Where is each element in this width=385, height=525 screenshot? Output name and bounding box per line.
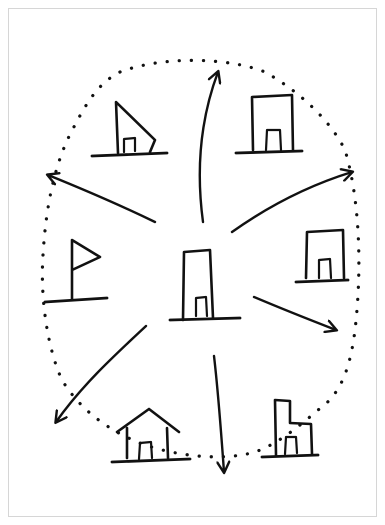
box-building-top-right (236, 95, 302, 153)
flag-shape (45, 240, 107, 302)
center-tower (170, 250, 240, 320)
paper-border (9, 9, 377, 517)
arrow-down (214, 356, 224, 472)
dotted-boundary (42, 60, 359, 457)
arrow-up-right (232, 172, 352, 232)
pitched-roof-house (112, 409, 190, 462)
arrow-right (254, 297, 336, 330)
arrow-up (200, 72, 218, 222)
box-building-right (296, 230, 348, 282)
arrow-down-left (56, 326, 146, 422)
slanted-roof-house (92, 102, 167, 156)
stepped-building (262, 400, 318, 457)
arrow-up-left (48, 175, 155, 222)
